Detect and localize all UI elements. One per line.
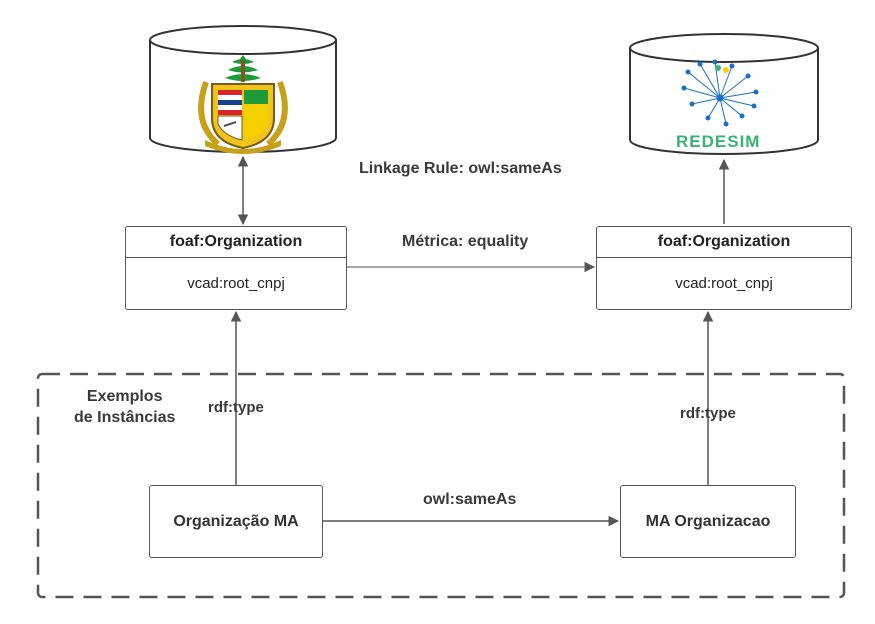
metric-label: Métrica: equality	[402, 233, 529, 250]
right-rdf-type-label: rdf:type	[680, 405, 736, 422]
redesim-wordmark: REDESIM	[676, 132, 761, 151]
left-class-name: foaf:Organization	[126, 227, 346, 258]
right-class-name: foaf:Organization	[597, 227, 851, 258]
left-class-attribute: vcad:root_cnpj	[187, 274, 285, 292]
instances-group-border	[36, 372, 846, 599]
left-rdf-type-label: rdf:type	[208, 399, 264, 416]
instances-group-label-line1: Exemplos	[86, 388, 163, 405]
left-instance-box: Organização MA	[149, 485, 323, 558]
linkage-rule-label: Linkage Rule: owl:sameAs	[359, 160, 562, 177]
right-instance-box: MA Organizacao	[620, 485, 796, 558]
right-class-attribute: vcad:root_cnpj	[675, 274, 773, 292]
left-class-box: foaf:Organization vcad:root_cnpj	[125, 226, 347, 310]
right-class-box: foaf:Organization vcad:root_cnpj	[596, 226, 852, 310]
instances-group-label: Exemplos de Instâncias	[74, 386, 175, 428]
redesim-network-logo	[681, 59, 759, 127]
maranhao-coat-of-arms-logo	[198, 55, 288, 154]
instance-sameas-label: owl:sameAs	[423, 491, 517, 508]
instances-group-label-line2: de Instâncias	[74, 409, 176, 426]
